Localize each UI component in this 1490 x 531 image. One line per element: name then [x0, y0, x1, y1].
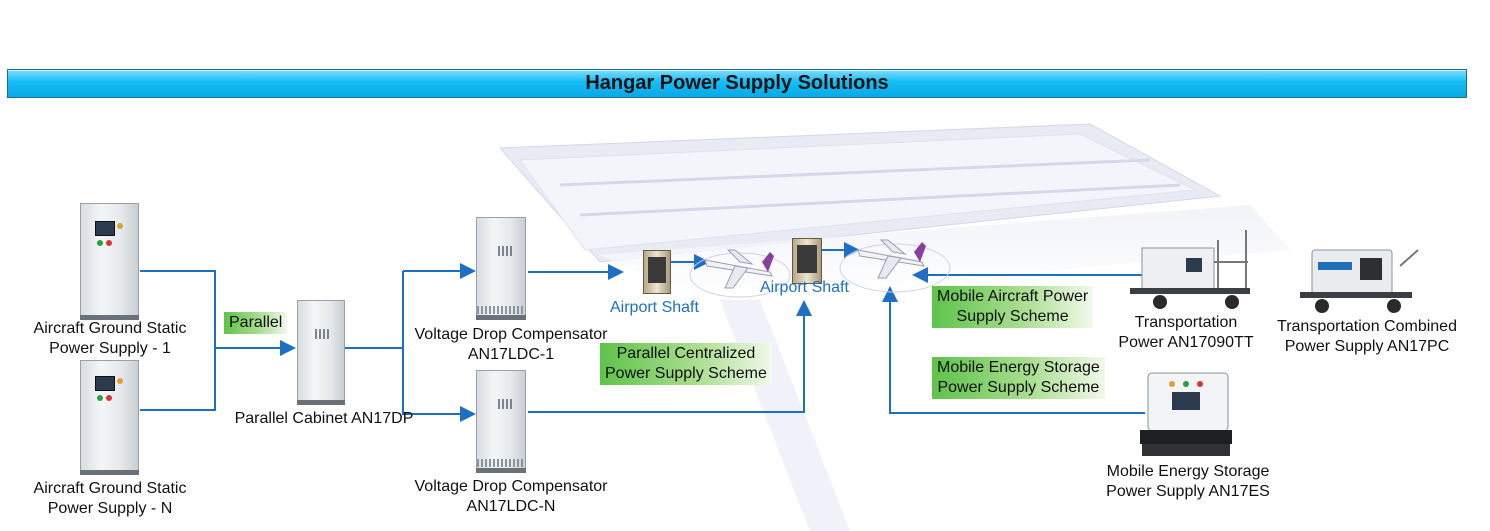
vdc-1-label: Voltage Drop Compensator AN17LDC-1 — [402, 325, 620, 365]
static-power-supply-1-label: Aircraft Ground Static Power Supply - 1 — [22, 319, 198, 359]
parallel-cabinet-label: Parallel Cabinet AN17DP — [234, 410, 414, 427]
static-power-supply-n-cabinet — [80, 360, 139, 475]
static-power-supply-n-label: Aircraft Ground Static Power Supply - N — [22, 479, 198, 519]
transport-combined-label: Transportation Combined Power Supply AN1… — [1262, 317, 1472, 357]
static-power-supply-1-cabinet — [80, 203, 139, 320]
label-line: Power Supply - 1 — [49, 340, 171, 357]
label-line: Power Supply Scheme — [605, 365, 767, 382]
label-line: Mobile Aircraft Power — [937, 288, 1089, 305]
label-line: Voltage Drop Compensator — [414, 326, 608, 343]
title-banner: Hangar Power Supply Solutions — [7, 69, 1467, 98]
label-line: Mobile Energy Storage — [1106, 463, 1270, 480]
mobile-storage-label: Mobile Energy Storage Power Supply AN17E… — [1094, 462, 1282, 502]
parallel-cabinet — [297, 300, 345, 405]
label-line: Transportation — [1134, 314, 1238, 331]
diagram-title: Hangar Power Supply Solutions — [585, 72, 889, 94]
label-line: Power Supply - N — [47, 500, 173, 517]
vdc-n-cabinet — [476, 370, 526, 473]
mobile-aircraft-scheme-box: Mobile Aircraft Power Supply Scheme — [932, 286, 1094, 328]
parallel-tag: Parallel — [224, 312, 288, 334]
label-line: AN17LDC-1 — [467, 346, 555, 363]
vdc-n-label: Voltage Drop Compensator AN17LDC-N — [402, 477, 620, 517]
transport-power-label: Transportation Power AN17090TT — [1118, 313, 1254, 353]
label-line: Transportation Combined — [1277, 318, 1457, 335]
airport-shaft-2-label: Airport Shaft — [760, 279, 849, 296]
label-line: Aircraft Ground Static — [33, 320, 187, 337]
vdc-1-cabinet — [476, 217, 526, 320]
label-line: Power Supply AN17PC — [1284, 338, 1450, 355]
label-line: AN17LDC-N — [466, 498, 556, 515]
label-line: Power Supply Scheme — [937, 379, 1100, 396]
airport-shaft-1-icon — [643, 250, 671, 294]
airport-shaft-1-label: Airport Shaft — [610, 299, 699, 316]
label-line: Voltage Drop Compensator — [414, 478, 608, 495]
label-line: Aircraft Ground Static — [33, 480, 187, 497]
label-line: Power Supply AN17ES — [1106, 483, 1270, 500]
label-line: Power AN17090TT — [1118, 334, 1254, 351]
label-line: Supply Scheme — [956, 308, 1069, 325]
airport-shaft-2-icon — [792, 238, 822, 284]
label-line: Mobile Energy Storage — [937, 359, 1100, 376]
label-line: Parallel Centralized — [616, 345, 756, 362]
mobile-energy-scheme-box: Mobile Energy Storage Power Supply Schem… — [932, 357, 1105, 399]
parallel-centralized-scheme-box: Parallel Centralized Power Supply Scheme — [600, 343, 772, 385]
